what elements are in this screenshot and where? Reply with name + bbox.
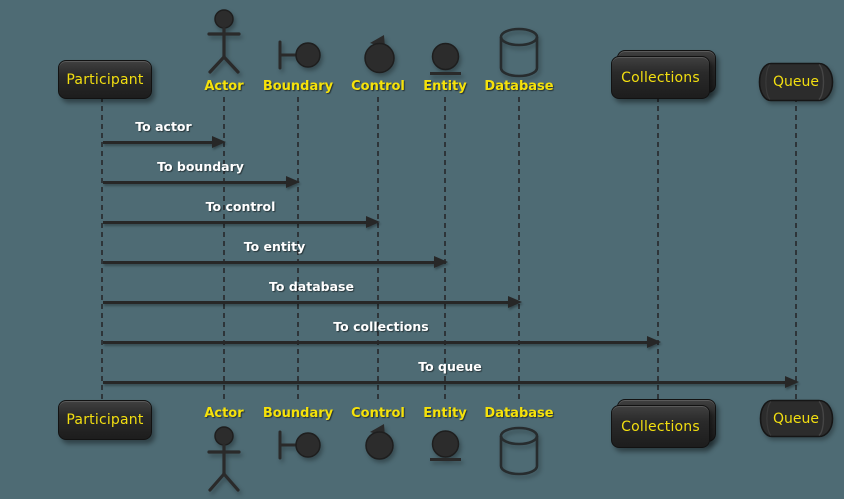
collections-front-box-top: Collections	[611, 56, 710, 99]
boundary-label-bottom: Boundary	[262, 406, 334, 421]
participant-label-bottom: Participant	[66, 412, 144, 428]
lifeline-control	[377, 97, 379, 403]
message-to-queue-label: To queue	[418, 359, 482, 374]
boundary-label-top: Boundary	[262, 79, 334, 94]
actor-label-top: Actor	[204, 79, 244, 94]
participant-box-top: Participant	[58, 60, 152, 99]
queue-icon-bottom	[759, 399, 834, 438]
collections-label-top: Collections	[621, 69, 700, 86]
actor-icon-bottom	[207, 426, 241, 492]
message-to-database-label: To database	[269, 279, 354, 294]
message-to-collections-label: To collections	[333, 319, 429, 334]
database-icon-bottom	[499, 426, 539, 476]
message-to-entity: To entity	[103, 239, 448, 269]
boundary-icon-bottom	[278, 430, 321, 460]
message-to-collections-line	[103, 341, 651, 344]
lifeline-boundary	[297, 97, 299, 403]
message-to-control: To control	[103, 199, 380, 229]
message-to-control-line	[103, 221, 370, 224]
message-to-actor-label: To actor	[135, 119, 192, 134]
queue-label-top: Queue	[773, 74, 819, 90]
message-to-boundary-arrowhead-icon	[286, 176, 300, 188]
collections-node-bottom: Collections	[611, 399, 716, 448]
message-to-database-arrowhead-icon	[508, 296, 522, 308]
collections-label-bottom: Collections	[621, 418, 700, 435]
actor-label-bottom: Actor	[204, 406, 244, 421]
lifeline-database	[518, 97, 520, 403]
queue-label-bottom: Queue	[773, 411, 819, 427]
lifeline-participant	[101, 97, 103, 403]
entity-icon-top	[430, 42, 461, 75]
participant-box-bottom: Participant	[58, 400, 152, 440]
message-to-queue-arrowhead-icon	[785, 376, 799, 388]
message-to-entity-label: To entity	[243, 239, 306, 254]
queue-icon-top	[758, 62, 834, 102]
message-to-collections: To collections	[103, 319, 661, 349]
entity-icon-bottom	[430, 430, 461, 461]
entity-label-bottom: Entity	[423, 406, 467, 421]
message-to-queue: To queue	[103, 359, 799, 389]
message-to-collections-arrowhead-icon	[647, 336, 661, 348]
message-to-database-line	[103, 301, 512, 304]
message-to-boundary: To boundary	[103, 159, 300, 189]
control-icon-bottom	[365, 424, 394, 460]
message-to-database: To database	[103, 279, 522, 309]
message-to-actor-line	[103, 141, 216, 144]
collections-node-top: Collections	[611, 50, 716, 99]
database-icon-top	[499, 27, 539, 78]
boundary-icon-top	[278, 40, 321, 70]
database-label-bottom: Database	[484, 406, 554, 421]
database-label-top: Database	[484, 79, 554, 94]
lifeline-entity	[444, 97, 446, 403]
message-to-queue-line	[103, 381, 789, 384]
message-to-boundary-line	[103, 181, 290, 184]
message-to-entity-line	[103, 261, 438, 264]
message-to-boundary-label: To boundary	[157, 159, 244, 174]
control-label-bottom: Control	[351, 406, 405, 421]
message-to-actor-arrowhead-icon	[212, 136, 226, 148]
message-to-control-label: To control	[205, 199, 276, 214]
actor-icon-top	[207, 9, 241, 74]
lifeline-queue	[795, 97, 797, 403]
control-label-top: Control	[351, 79, 405, 94]
entity-label-top: Entity	[423, 79, 467, 94]
message-to-actor: To actor	[103, 119, 226, 149]
collections-front-box-bottom: Collections	[611, 405, 710, 448]
message-to-entity-arrowhead-icon	[434, 256, 448, 268]
lifeline-actor	[223, 97, 225, 403]
message-to-control-arrowhead-icon	[366, 216, 380, 228]
lifeline-collections	[657, 97, 659, 403]
participant-label-top: Participant	[66, 71, 144, 88]
control-icon-top	[364, 35, 395, 74]
